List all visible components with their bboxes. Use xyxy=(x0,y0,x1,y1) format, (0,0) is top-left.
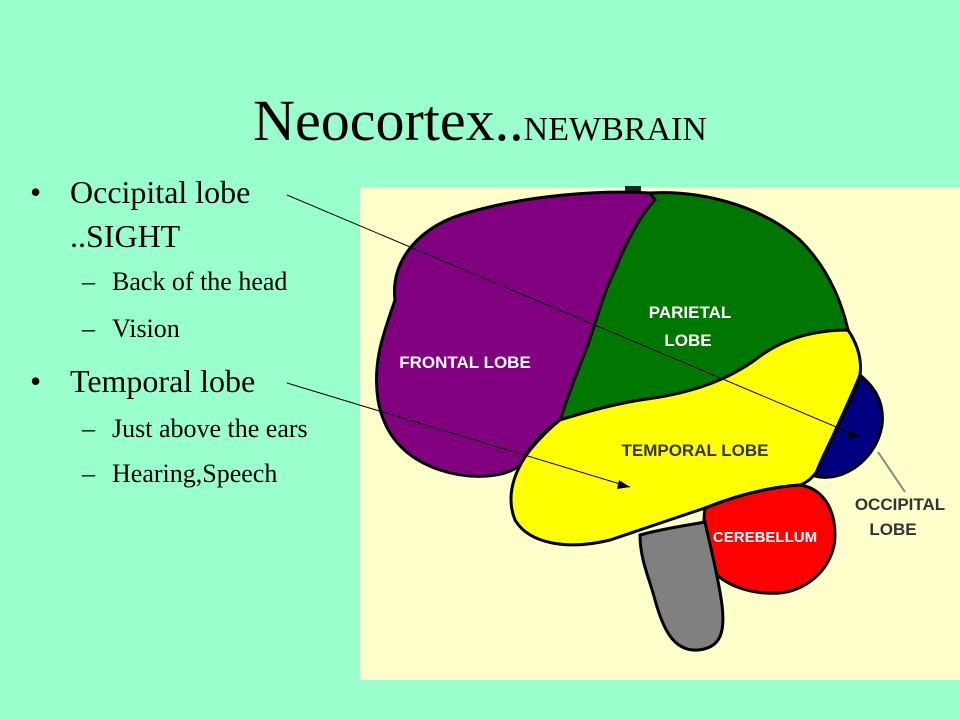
occipital-label-leader xyxy=(877,451,906,493)
title-subtitle: NEWBRAIN xyxy=(523,111,707,148)
brainstem-region xyxy=(638,520,725,652)
bullet-occipital-line2: ..SIGHT xyxy=(70,218,181,254)
label-parietal-line2: LOBE xyxy=(664,331,711,350)
slide-title: Neocortex..NEWBRAIN xyxy=(0,92,960,150)
sub-bullet-marker: – xyxy=(82,314,95,343)
temporal-pointer-arrow xyxy=(286,382,631,489)
label-parietal-line1: PARIETAL xyxy=(649,303,731,322)
sub-bullet-marker: – xyxy=(82,459,95,488)
sub-bullet-text: Back of the head xyxy=(112,267,288,296)
occipital-lobe-region xyxy=(813,372,884,479)
title-main: Neocortex.. xyxy=(253,88,524,153)
bullet-marker: • xyxy=(30,363,42,399)
sub-bullet-text: Vision xyxy=(112,314,180,343)
occipital-pointer-arrow xyxy=(286,194,861,438)
temporal-lobe-region xyxy=(509,328,862,547)
bullet-temporal-line1: Temporal lobe xyxy=(70,363,256,399)
label-temporal-lobe: TEMPORAL LOBE xyxy=(621,441,768,460)
sub-bullet-marker: – xyxy=(82,267,95,296)
bullet-occipital-line1: Occipital lobe xyxy=(70,174,251,210)
label-cerebellum: CEREBELLUM xyxy=(713,529,817,546)
sub-bullet-text: Just above the ears xyxy=(112,414,308,443)
bullet-marker: • xyxy=(30,174,42,210)
label-occipital-line2: LOBE xyxy=(869,520,916,539)
sub-bullet-marker: – xyxy=(82,414,95,443)
diagram-mark xyxy=(625,186,641,192)
label-frontal-lobe: FRONTAL LOBE xyxy=(399,353,531,372)
label-occipital-line1: OCCIPITAL xyxy=(855,495,945,514)
sub-bullet-text: Hearing,Speech xyxy=(112,459,278,488)
